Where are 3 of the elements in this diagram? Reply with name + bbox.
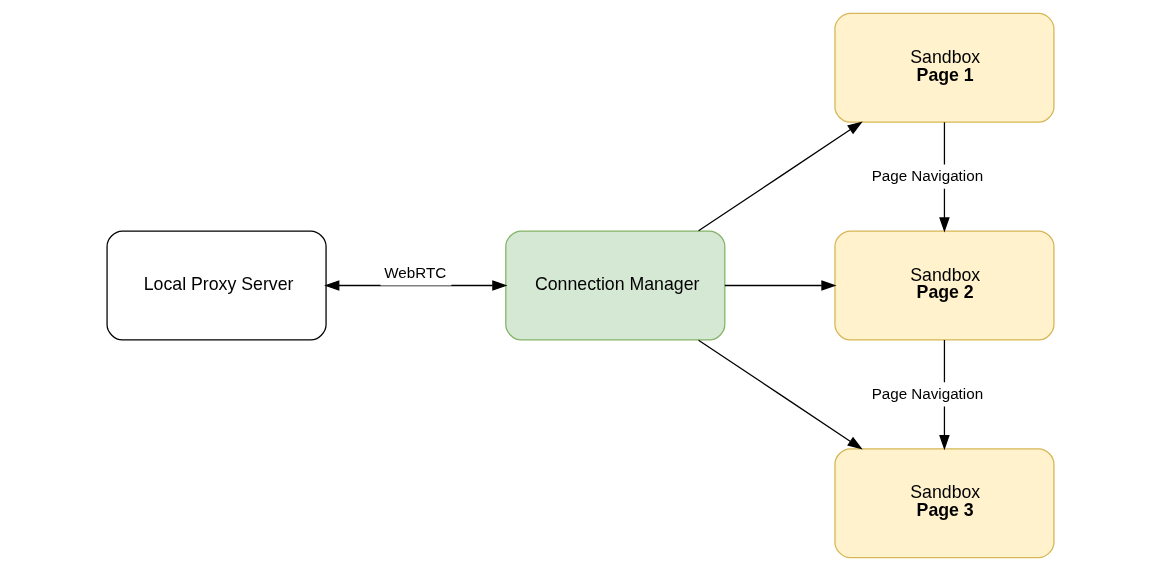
edge-label: Page Navigation xyxy=(871,384,983,402)
edge-label: Page Navigation xyxy=(871,167,983,185)
edge-label: WebRTC xyxy=(383,264,446,282)
